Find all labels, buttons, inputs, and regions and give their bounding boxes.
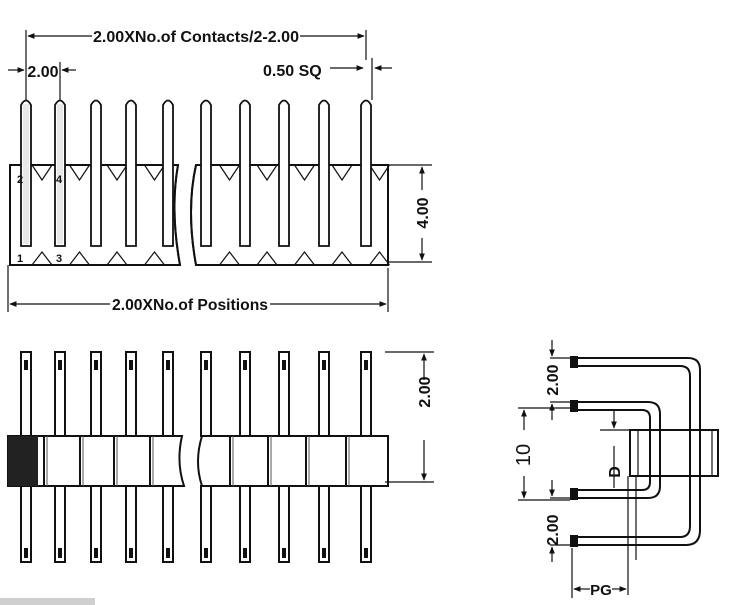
bottom-notch [294, 251, 315, 266]
front-pin-outline [90, 99, 102, 247]
dim-d-label: D [607, 466, 624, 478]
front-pin [360, 99, 372, 247]
top-pin-upper-tip [24, 360, 28, 370]
top-notch [31, 164, 53, 182]
top-notch [106, 164, 128, 182]
top-housing-right [197, 435, 389, 487]
front-pin-outline [278, 99, 290, 247]
top-pin-lower-tip [364, 548, 368, 558]
bottom-notch [31, 251, 53, 266]
dim-positions-label: 2.00XNo.of Positions [112, 297, 268, 314]
bottom-notch [69, 251, 90, 266]
side-pin-outer-inner-edge [576, 365, 691, 538]
side-pin-tip-4 [570, 535, 578, 547]
top-pin-lower-tip [166, 548, 170, 558]
top-pin-lower-tip [243, 548, 247, 558]
top-pin-upper-tip [204, 360, 208, 370]
front-pin [90, 99, 102, 247]
top-pin-upper-tip [282, 360, 286, 370]
front-pin-outline [162, 99, 174, 247]
front-pin-highlight [23, 104, 29, 244]
bottom-notch [144, 251, 165, 266]
top-notch [144, 164, 165, 182]
top-pin-upper-tip [58, 360, 62, 370]
front-break-line [173, 164, 197, 266]
top-pin-lower-tip [282, 548, 286, 558]
pin-number-4: 4 [56, 174, 63, 186]
top-pin-upper-tip [129, 360, 133, 370]
bottom-notch [106, 251, 128, 266]
front-pin [318, 99, 330, 247]
front-bottom-notches [31, 251, 390, 266]
front-pin [239, 99, 251, 247]
top-notch [69, 164, 90, 182]
top-pin-lower-tip [94, 548, 98, 558]
scan-artifact-band [0, 598, 95, 605]
top-pin-upper-tip [364, 360, 368, 370]
front-pin-outline [239, 99, 251, 247]
top-pin-lower-tip [129, 548, 133, 558]
side-pin-tip-2 [570, 400, 578, 412]
pin-number-3: 3 [56, 253, 62, 265]
dim-side-pitch-bottom-label: 2.00 [545, 514, 562, 545]
pin-number-2: 2 [17, 174, 23, 186]
dim-side-pitch-top-label: 2.00 [545, 364, 562, 395]
dim-row-pitch-label: 2.00 [417, 376, 434, 407]
front-pin-outline [200, 99, 212, 247]
top-housing-left [7, 435, 186, 487]
bottom-notch [331, 251, 353, 266]
top-pin-lower-tip [58, 548, 62, 558]
front-pins [20, 99, 372, 247]
bottom-notch [219, 251, 240, 266]
top-housing-end-shading [8, 436, 38, 486]
top-notch [256, 164, 278, 182]
top-notch [331, 164, 353, 182]
top-pin-upper-tip [166, 360, 170, 370]
front-pin [20, 99, 32, 247]
top-pin-upper-tip [243, 360, 247, 370]
front-pin-outline [360, 99, 372, 247]
front-pin-outline [125, 99, 137, 247]
dim-total-label: 10 [513, 444, 535, 466]
front-pin [125, 99, 137, 247]
dim-contacts-label: 2.00XNo.of Contacts/2-2.00 [93, 29, 299, 46]
top-notch [294, 164, 315, 182]
dim-pitch-label: 2.00 [27, 64, 58, 81]
top-housing-dividers [43, 436, 350, 486]
front-top-notches [31, 164, 390, 182]
top-notch [369, 164, 390, 182]
front-pin [278, 99, 290, 247]
side-pin-inner [576, 401, 661, 499]
dim-height-label: 4.00 [415, 197, 432, 228]
top-pins [20, 351, 372, 563]
top-pin-lower-tip [204, 548, 208, 558]
dim-pg-label: PG [590, 582, 612, 599]
side-housing [629, 429, 719, 477]
front-pin-highlight [57, 104, 63, 244]
front-pin-outline [318, 99, 330, 247]
top-pin-upper-tip [322, 360, 326, 370]
side-pin-tip-3 [570, 488, 578, 500]
front-pin [162, 99, 174, 247]
front-view: 2 4 1 3 2.00XNo.of Contacts/2-2.00 2.00 … [7, 29, 432, 314]
top-notch [219, 164, 240, 182]
side-pin-tip-1 [570, 356, 578, 368]
dim-sq-label: 0.50 SQ [263, 63, 322, 80]
bottom-notch [369, 251, 390, 266]
bottom-notch [256, 251, 278, 266]
side-pin-inner-inner-edge [576, 409, 651, 491]
side-pin-outer [576, 357, 701, 546]
top-pin-upper-tip [94, 360, 98, 370]
top-pin-lower-tip [24, 548, 28, 558]
pin-number-1: 1 [17, 253, 23, 265]
top-view: 2.00 [7, 351, 434, 563]
side-view: 2.00 10 D 2.00 PG [513, 340, 719, 599]
front-pin [200, 99, 212, 247]
top-pin-lower-tip [322, 548, 326, 558]
front-pin [54, 99, 66, 247]
